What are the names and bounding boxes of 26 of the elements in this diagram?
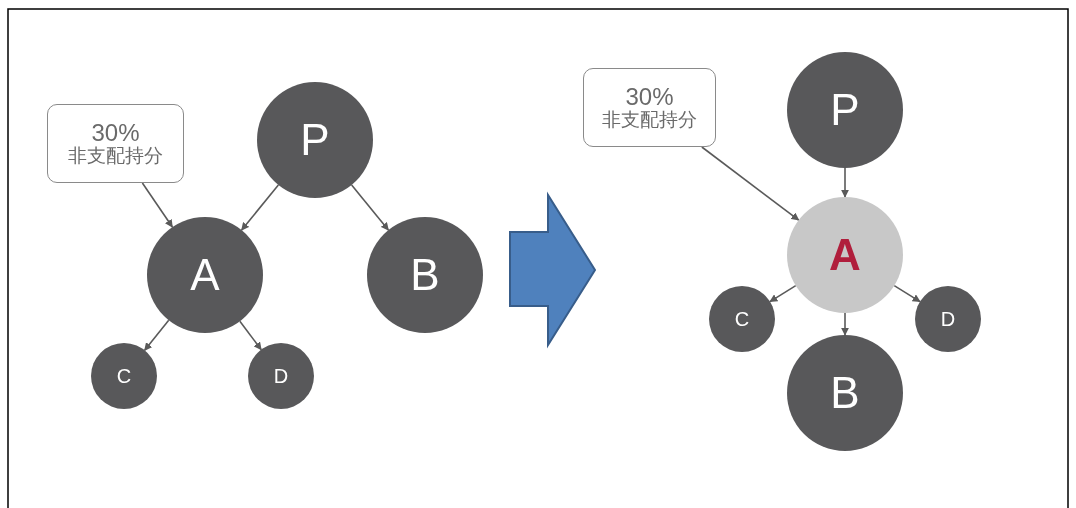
node-label: B	[410, 250, 440, 300]
callout-box	[47, 104, 184, 183]
node-label: D	[273, 365, 289, 387]
callout-text: 非支配持分	[602, 110, 697, 132]
arrow	[143, 319, 170, 352]
node-label: P	[300, 115, 330, 165]
arrow	[893, 284, 921, 303]
node-label: D	[940, 308, 956, 330]
arrow	[141, 182, 174, 228]
callout-text: 非支配持分	[68, 146, 163, 168]
node-label: B	[830, 368, 860, 418]
percentage: 30%	[91, 119, 140, 146]
callout-box	[583, 68, 716, 147]
node-label: C	[734, 308, 750, 330]
node-label: A	[829, 230, 861, 280]
arrow	[239, 320, 262, 351]
arrow	[240, 184, 280, 231]
node-label: P	[830, 85, 860, 135]
node-label: C	[116, 365, 132, 387]
arrow	[350, 184, 390, 231]
arrow	[701, 146, 800, 221]
arrow	[769, 284, 797, 303]
arrow	[841, 312, 849, 336]
percentage: 30%	[625, 83, 674, 110]
node-label: A	[190, 250, 220, 300]
arrow	[841, 167, 849, 198]
